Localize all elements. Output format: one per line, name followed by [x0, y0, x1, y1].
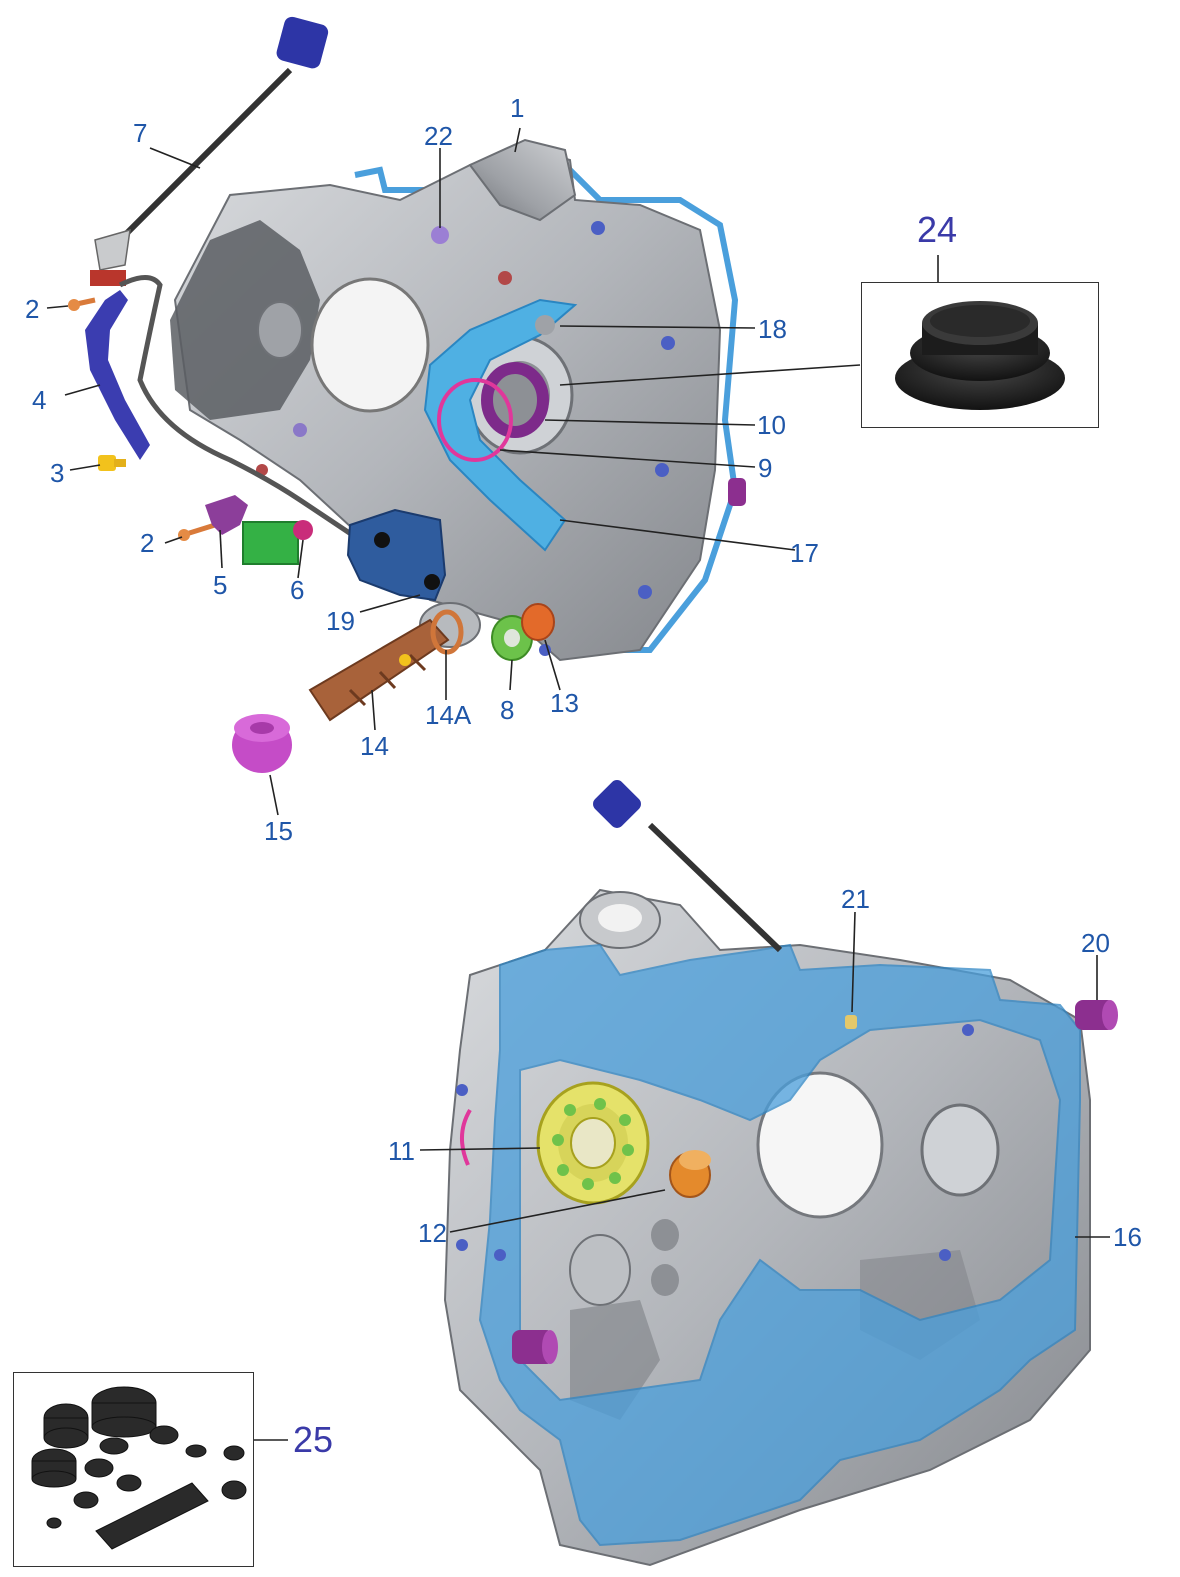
- callout-2a: 2: [25, 294, 40, 324]
- callout-4: 4: [32, 385, 47, 415]
- dowel-lower: [512, 1330, 558, 1364]
- dowel-20: [1075, 1000, 1118, 1030]
- callout-7: 7: [133, 118, 148, 148]
- sensor-6: [242, 520, 313, 565]
- callout-5: 5: [213, 570, 228, 600]
- callout-18: 18: [758, 314, 787, 344]
- cover-19: [346, 508, 447, 602]
- callout-12: 12: [418, 1218, 447, 1248]
- callout-1: 1: [510, 93, 525, 123]
- callout-3: 3: [50, 458, 65, 488]
- callout-17: 17: [790, 538, 819, 568]
- o-ring-14a: [430, 609, 464, 655]
- bolt-2a: [68, 297, 96, 311]
- callout-2b: 2: [140, 528, 155, 558]
- gasket-16: [478, 943, 1081, 1547]
- lower-sensor-lead: [593, 780, 783, 953]
- callout-14: 14: [360, 731, 389, 761]
- callout-13: 13: [550, 688, 579, 718]
- clamp-5: [205, 495, 248, 535]
- tool-kit-image: [31, 1386, 247, 1550]
- bushing-12: [669, 1150, 711, 1198]
- callout-20: 20: [1081, 928, 1110, 958]
- callout-25: 25: [293, 1419, 334, 1460]
- callout-19: 19: [326, 606, 355, 636]
- inset-part-24: [861, 282, 1099, 428]
- jet-21: [845, 1015, 857, 1029]
- bolt-22: [431, 226, 449, 244]
- bolt-3: [98, 455, 126, 471]
- callout-21: 21: [841, 884, 870, 914]
- circlip-9: [437, 378, 513, 462]
- cap-image: [895, 301, 1065, 410]
- leader-lines: [46, 127, 1110, 1441]
- bolt-2b: [178, 522, 216, 541]
- strainer-14: [308, 618, 450, 722]
- callout-22: 22: [424, 121, 453, 151]
- bearing-11: [536, 1081, 650, 1205]
- callout-6: 6: [290, 575, 305, 605]
- callout-14a: 14A: [425, 700, 472, 730]
- callout-15: 15: [264, 816, 293, 846]
- oil-seal-10: [481, 362, 549, 438]
- callout-8: 8: [500, 695, 515, 725]
- sensor-assembly-7: [90, 16, 362, 543]
- bolt-18: [535, 315, 555, 335]
- callout-24: 24: [917, 209, 958, 250]
- callout-16: 16: [1113, 1222, 1142, 1252]
- guide-plate-17: [423, 298, 578, 552]
- bushing-13: [521, 603, 555, 641]
- inset-part-25: [13, 1372, 254, 1567]
- bracket-4: [85, 290, 150, 460]
- drain-plug-15: [232, 714, 292, 773]
- callout-9: 9: [758, 453, 773, 483]
- callout-10: 10: [757, 410, 786, 440]
- callout-11: 11: [388, 1136, 415, 1166]
